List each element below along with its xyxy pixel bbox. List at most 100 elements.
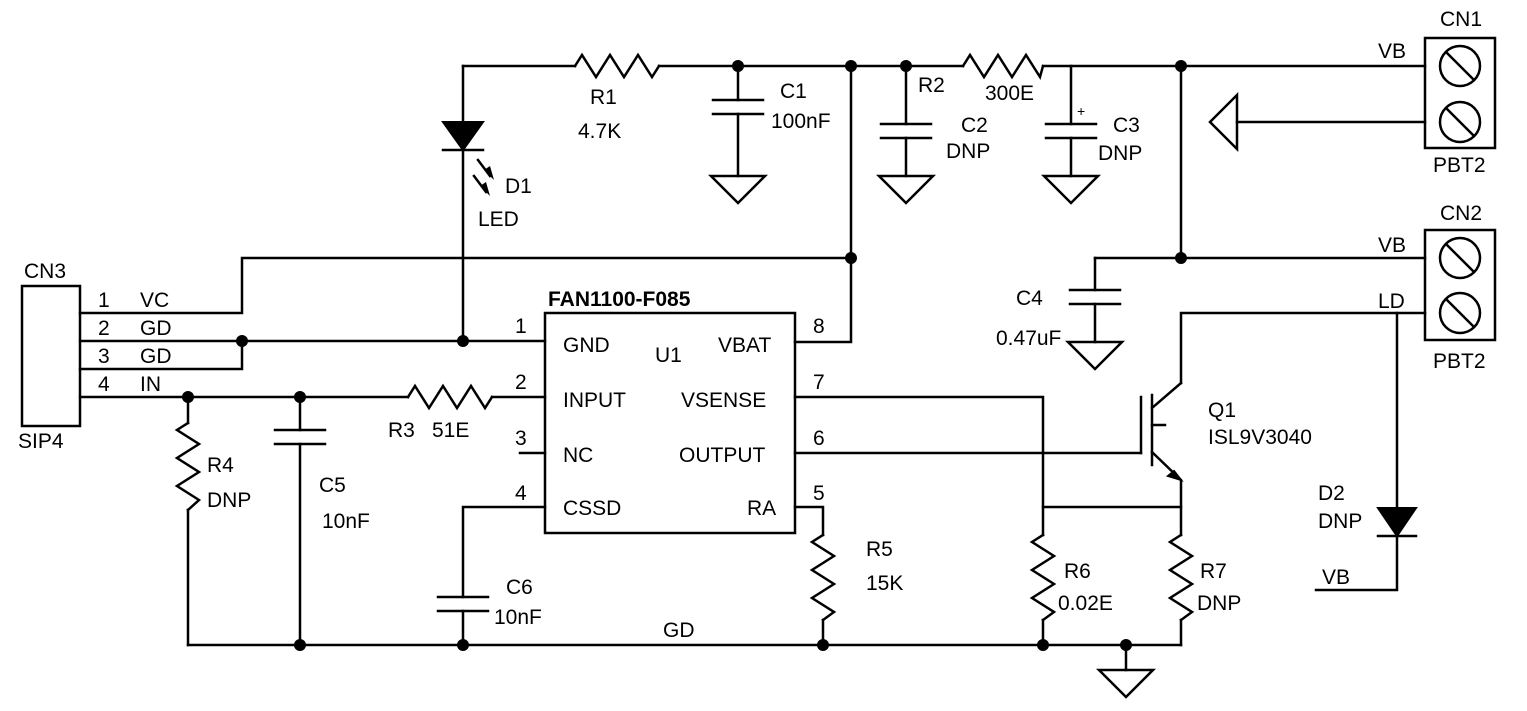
connector-cn1: CN1 PBT2 VB: [1378, 8, 1497, 177]
ic-body: [543, 311, 797, 535]
cn1-ref-label: CN1: [1440, 8, 1482, 31]
r1-ref-label: R1: [590, 86, 617, 109]
c3-value-label: DNP: [1098, 142, 1142, 165]
junction-dot: [294, 391, 306, 403]
cn1-net-label: VB: [1378, 40, 1406, 63]
cn3-ref-label: CN3: [24, 260, 66, 283]
cn3-pin-number: 4: [98, 373, 110, 396]
ground-symbol: [1040, 174, 1102, 205]
u1-pin-number: 3: [515, 427, 527, 450]
u1-pin-number: 4: [515, 482, 527, 505]
resistor-r7: R7 DNP: [1167, 533, 1241, 622]
u1-ref-label: U1: [655, 344, 682, 367]
resistor-r5: R5 15K: [809, 533, 903, 622]
r4-ref-label: R4: [207, 454, 234, 477]
junction-dot: [845, 60, 857, 72]
q1-ref-label: Q1: [1208, 399, 1236, 422]
ground-symbol: [1064, 340, 1126, 371]
junction-dot: [1175, 252, 1187, 264]
c3-ref-label: C3: [1113, 114, 1140, 137]
c2-value-label: DNP: [946, 140, 990, 163]
u1-pin-name: GND: [563, 334, 610, 357]
cn1-body: [1423, 36, 1497, 150]
u1-pin-name: CSSD: [563, 497, 621, 520]
resistor-r3: R3 51E: [388, 383, 494, 442]
c3-polarity-mark: +: [1077, 103, 1085, 119]
cn2-body: [1423, 228, 1497, 342]
ground-symbol: [707, 174, 769, 205]
u1-pin-name: OUTPUT: [679, 444, 766, 467]
r1-value-label: 4.7K: [578, 120, 621, 143]
c4-value-label: 0.47uF: [996, 327, 1061, 350]
junction-dot: [817, 639, 829, 651]
resistor-r2: R2 300E: [918, 52, 1045, 105]
c6-value-label: 10nF: [494, 606, 542, 629]
junction-dot: [457, 639, 469, 651]
junction-dot: [1175, 60, 1187, 72]
capacitor-c5: C5 10nF: [273, 428, 370, 533]
cn2-ref-label: CN2: [1440, 202, 1482, 225]
r6-ref-label: R6: [1064, 560, 1091, 583]
u1-pin-name: INPUT: [563, 389, 626, 412]
cn1-part-label: PBT2: [1433, 154, 1486, 177]
r3-value-label: 51E: [432, 419, 469, 442]
connector-cn2: CN2 PBT2 VB LD: [1378, 202, 1497, 373]
cn3-pin-net: GD: [140, 345, 172, 368]
c2-ref-label: C2: [961, 114, 988, 137]
ground-symbols: [707, 91, 1239, 699]
junction-dot: [236, 335, 248, 347]
resistor-r1: R1 4.7K: [573, 52, 661, 143]
ic-u1: FAN1100-F085 U1 1 GND 2 INPUT 3 NC 4 CSS…: [515, 288, 825, 535]
u1-part-label: FAN1100-F085: [548, 288, 691, 311]
c5-value-label: 10nF: [322, 510, 370, 533]
r7-value-label: DNP: [1197, 592, 1241, 615]
ground-arrow-symbol: [1208, 91, 1239, 153]
c5-ref-label: C5: [319, 474, 346, 497]
cn3-pin-number: 3: [98, 345, 110, 368]
c4-ref-label: C4: [1016, 287, 1043, 310]
capacitor-c2: C2 DNP: [879, 114, 990, 163]
u1-pin-number: 8: [813, 315, 825, 338]
cn2-net-label: VB: [1378, 234, 1406, 257]
connector-cn3: CN3 SIP4 1 VC 2 GD 3 GD 4 IN: [18, 260, 172, 453]
ground-symbol: [1095, 668, 1157, 699]
u1-pin-number: 7: [813, 371, 825, 394]
gnd-bus-label: GD: [663, 619, 695, 642]
d1-value-label: LED: [478, 208, 519, 231]
u1-pin-number: 6: [813, 427, 825, 450]
u1-pin-name: NC: [563, 444, 593, 467]
d2-net-label: VB: [1322, 566, 1350, 589]
capacitor-c6: C6 10nF: [436, 576, 542, 629]
q1-value-label: ISL9V3040: [1208, 426, 1312, 449]
transistor-q1: Q1 ISL9V3040: [1139, 393, 1312, 482]
r3-ref-label: R3: [388, 419, 415, 442]
cn3-pin-net: IN: [140, 373, 161, 396]
junction-dot: [845, 252, 857, 264]
r2-ref-label: R2: [918, 74, 945, 97]
junction-dot: [294, 639, 306, 651]
c1-ref-label: C1: [780, 80, 807, 103]
junction-dot: [182, 391, 194, 403]
r7-ref-label: R7: [1200, 560, 1227, 583]
ground-symbol: [875, 174, 937, 205]
cn2-part-label: PBT2: [1433, 350, 1486, 373]
u1-pin-name: RA: [747, 497, 776, 520]
junction-dot: [732, 60, 744, 72]
resistor-r4: R4 DNP: [174, 421, 251, 512]
led-d1: D1 LED: [441, 121, 532, 231]
cn3-pin-number: 2: [98, 317, 110, 340]
u1-pin-name: VBAT: [718, 334, 771, 357]
d2-ref-label: D2: [1318, 482, 1345, 505]
capacitor-c3: + C3 DNP: [1044, 103, 1142, 165]
cn2-net-label: LD: [1378, 290, 1405, 313]
cn3-part-label: SIP4: [18, 430, 64, 453]
cn3-body: [20, 284, 82, 428]
u1-pin-number: 1: [515, 315, 527, 338]
cn3-pin-number: 1: [98, 289, 110, 312]
junctions: [182, 60, 1187, 651]
u1-pin-number: 2: [515, 371, 527, 394]
capacitor-c4: C4 0.47uF: [996, 287, 1122, 350]
junction-dot: [1120, 639, 1132, 651]
c1-value-label: 100nF: [771, 110, 831, 133]
